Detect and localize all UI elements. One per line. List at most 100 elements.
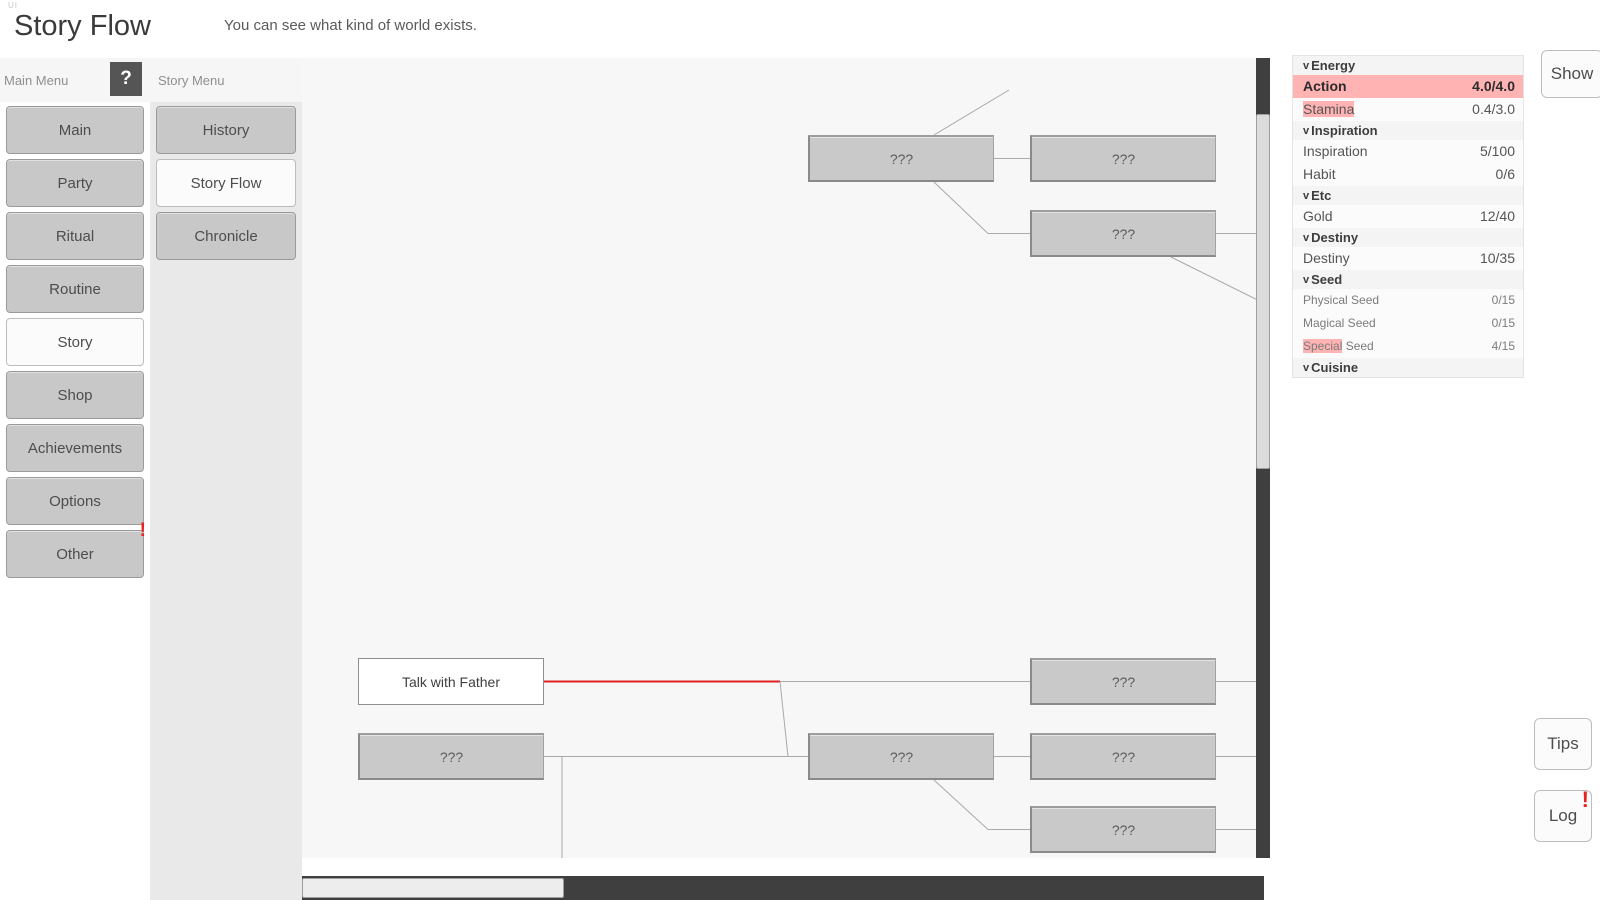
flow-node-label: Talk with Father [401,673,501,690]
flow-node[interactable]: ??? [808,733,994,780]
nav-item-ritual[interactable]: Ritual [6,212,144,260]
chevron-down-icon: v [1303,59,1310,72]
status-row-label: Stamina [1303,99,1355,120]
flow-node[interactable]: Talk with Father [358,658,544,705]
status-group-label: Seed [1311,272,1343,287]
nav-alert-icon: ! [139,520,146,541]
story-nav-item-label: History [202,121,250,139]
main-menu-label: Main Menu [4,72,69,88]
flow-node[interactable]: ??? [1030,210,1216,257]
status-row[interactable]: Inspiration 5/100 [1293,140,1523,163]
status-group-label: Etc [1311,188,1332,203]
flow-node[interactable]: ??? [1030,135,1216,182]
chevron-down-icon: v [1303,124,1310,137]
flow-node[interactable]: ??? [1030,658,1216,705]
status-row-value: 0/15 [1491,293,1515,307]
flow-node-label: ??? [1111,225,1136,242]
status-row[interactable]: Magical Seed 0/15 [1293,312,1523,335]
help-question-icon[interactable]: ? [110,62,142,96]
status-row-value: 10/35 [1479,250,1515,266]
chevron-down-icon: v [1303,231,1310,244]
status-row-value: 5/100 [1479,143,1515,159]
status-row[interactable]: Gold 12/40 [1293,205,1523,228]
page-title: Story Flow [14,10,151,42]
flow-node-label: ??? [1111,150,1136,167]
status-row-label: Inspiration [1303,143,1368,159]
status-row-label: Habit [1303,166,1336,182]
status-row-label: Physical Seed [1303,293,1380,307]
nav-item-party[interactable]: Party [6,159,144,207]
status-row-label: Gold [1303,208,1333,224]
horizontal-scrollbar-thumb[interactable] [302,878,564,898]
nav-item-label: Story [57,333,93,351]
nav-item-shop[interactable]: Shop [6,371,144,419]
nav-item-label: Achievements [27,439,123,457]
status-row[interactable]: Habit 0/6 [1293,163,1523,186]
status-row-value: 0/6 [1495,166,1515,182]
nav-item-label: Other [56,545,94,563]
horizontal-scrollbar[interactable] [302,876,1264,900]
nav-item-label: Party [57,174,93,192]
nav-item-other[interactable]: Other! [6,521,146,578]
story-nav-item-label: Chronicle [194,227,258,245]
page-subtitle: You can see what kind of world exists. [224,17,477,34]
flow-node[interactable]: ??? [1030,806,1216,853]
nav-item-label: Shop [57,386,93,404]
story-menu-label: Story Menu [158,72,225,88]
nav-item-options[interactable]: Options [6,477,144,525]
status-row-label: Action [1303,78,1347,94]
tips-button[interactable]: Tips [1534,718,1592,770]
vertical-scrollbar[interactable] [1256,58,1270,858]
flow-node-label: ??? [439,748,464,765]
nav-item-main[interactable]: Main [6,106,144,154]
story-flow-canvas[interactable]: ????????? Talk with Father??????????????? [302,58,1264,858]
status-row[interactable]: Action 4.0/4.0 [1293,75,1523,98]
status-row[interactable]: Stamina 0.4/3.0 [1293,98,1523,121]
status-row-value: 4.0/4.0 [1472,78,1515,94]
status-row-value: 0/15 [1491,316,1515,330]
flow-node-label: ??? [1111,748,1136,765]
story-nav-item-chronicle[interactable]: Chronicle [156,212,296,260]
status-group-label: Destiny [1311,230,1359,245]
status-row-value: 0.4/3.0 [1472,101,1515,117]
story-menu-bar: Story Menu [150,58,302,102]
show-button[interactable]: Show [1541,50,1600,98]
chevron-down-icon: v [1303,273,1310,286]
chevron-down-icon: v [1303,189,1310,202]
nav-item-label: Routine [49,280,101,298]
flow-node-label: ??? [889,150,914,167]
status-row-highlight: Stamina [1303,101,1355,117]
status-group-label: Inspiration [1311,123,1378,138]
log-button[interactable]: Log ! [1534,787,1592,842]
flow-node[interactable]: ??? [808,135,994,182]
log-alert-icon: ! [1581,787,1589,812]
flow-node[interactable]: ??? [1030,733,1216,780]
status-group-label: Energy [1311,58,1356,73]
flow-node[interactable]: ??? [358,733,544,780]
flow-node-label: ??? [889,748,914,765]
vertical-scrollbar-thumb[interactable] [1256,114,1270,469]
status-row-highlight: Special [1303,339,1343,353]
nav-item-routine[interactable]: Routine [6,265,144,313]
status-row-value: 12/40 [1479,208,1515,224]
story-nav-item-history[interactable]: History [156,106,296,154]
story-nav-item-label: Story Flow [190,174,262,192]
status-row[interactable]: Physical Seed 0/15 [1293,289,1523,312]
nav-item-story[interactable]: Story [6,318,144,366]
status-row-label: Magical Seed [1303,316,1376,330]
nav-item-achievements[interactable]: Achievements [6,424,144,472]
status-group-label: Cuisine [1311,360,1359,375]
flow-node-label: ??? [1111,673,1136,690]
story-nav-item-story-flow[interactable]: Story Flow [156,159,296,207]
